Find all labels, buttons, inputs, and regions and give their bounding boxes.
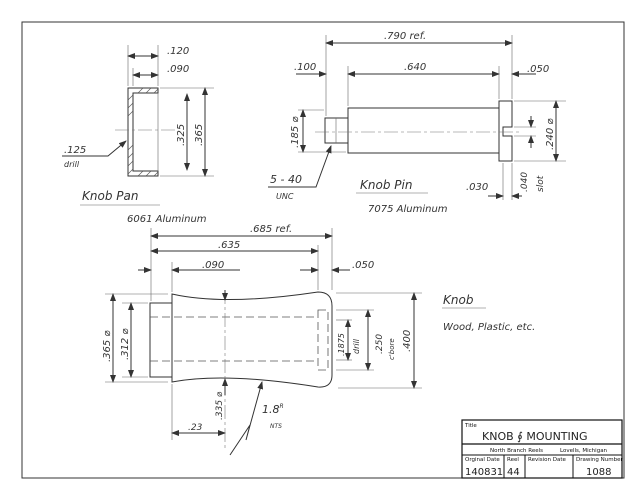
knob-title: Knob [443, 293, 474, 307]
drawing-number: 1088 [586, 467, 611, 478]
dim-knob-max-dia: .400 [402, 330, 413, 352]
dim-knob-stub: .090 [202, 260, 224, 271]
dim-pan-drill: .125 [64, 145, 86, 156]
pin-thread-spec: 5 - 40 [270, 173, 302, 186]
pin-head [498, 100, 513, 162]
knob-material: Wood, Plastic, etc. [443, 322, 535, 333]
pin-thread-std: UNC [276, 192, 294, 201]
dim-knob-end: .050 [352, 260, 374, 271]
knob-body [171, 291, 333, 388]
knob-pin-view: .790 ref. .100 .640 .050 .185 ⌀ .240 ⌀ .… [268, 31, 566, 215]
dim-pin-slot-width: .040 [520, 172, 530, 192]
org-location: Lovells, Michigan [560, 448, 608, 454]
dim-pin-body-len: .640 [404, 62, 426, 73]
knob-pan-view: .120 .090 .325 .365 .125 drill Knob Pan … [62, 45, 214, 225]
knob-stub [149, 302, 173, 378]
dim-knob-outer-dia: .365 ⌀ [102, 330, 113, 362]
dim-pin-slot-depth: .030 [466, 182, 488, 193]
reel-label: Reel [507, 457, 519, 463]
dim-pin-thread-len: .100 [294, 62, 316, 73]
org-name: North Branch Reels [490, 448, 543, 454]
dim-pin-slot-note: slot [536, 175, 546, 192]
sheet-border [21, 21, 625, 479]
title-label: Title [464, 423, 477, 429]
dim-knob-cbore-note: c'bore [388, 338, 396, 360]
dim-knob-waist-dia: .335 ⌀ [215, 391, 225, 420]
dim-knob-stub-dia: .312 ⌀ [120, 328, 131, 360]
knob-view: .685 ref. .635 .090 .050 .365 ⌀ .312 ⌀ .… [102, 224, 535, 456]
dim-knob-waist-pos: .23 [188, 423, 203, 433]
dim-pan-outer-dia: .365 [194, 124, 205, 146]
dim-pin-overall: .790 ref. [384, 31, 426, 42]
dim-pan-drill-note: drill [64, 160, 80, 169]
drawing-number-label: Drawing Number [576, 457, 623, 463]
dim-pin-head-dia: .240 ⌀ [545, 118, 556, 150]
section-hatch [127, 87, 159, 177]
dim-knob-radius: 1.8R [262, 403, 284, 416]
knob-pan-material: 6061 Aluminum [127, 214, 207, 225]
drawing-title: KNOB ∮ MOUNTING [482, 430, 588, 443]
dim-pin-thread-dia: .185 ⌀ [290, 116, 301, 148]
dim-pan-inner: .090 [167, 64, 189, 75]
dim-knob-drill-note: drill [352, 338, 361, 354]
title-block: Title KNOB ∮ MOUNTING North Branch Reels… [461, 419, 623, 479]
original-date: 140831 [465, 467, 503, 478]
dim-knob-body: .635 [218, 240, 240, 251]
dim-pan-width: .120 [167, 46, 189, 57]
pin-body [347, 107, 500, 154]
reel-number: 44 [507, 467, 520, 478]
knob-pan-title: Knob Pan [82, 189, 138, 203]
pin-thread [324, 117, 349, 144]
knob-pan-outline [127, 87, 159, 177]
dim-knob-drill: .1875 [337, 333, 346, 356]
dim-pan-inner-dia: .325 [176, 124, 187, 146]
dim-knob-nts: NTS [270, 423, 282, 430]
dim-knob-overall: .685 ref. [250, 224, 292, 235]
knob-pin-title: Knob Pin [360, 178, 412, 192]
dim-knob-cbore: .250 [375, 334, 385, 354]
dim-pin-head-len: .050 [527, 64, 549, 75]
revision-date-label: Revision Date [528, 457, 566, 463]
original-date-label: Orginal Date [465, 457, 500, 463]
knob-pin-material: 7075 Aluminum [368, 204, 448, 215]
